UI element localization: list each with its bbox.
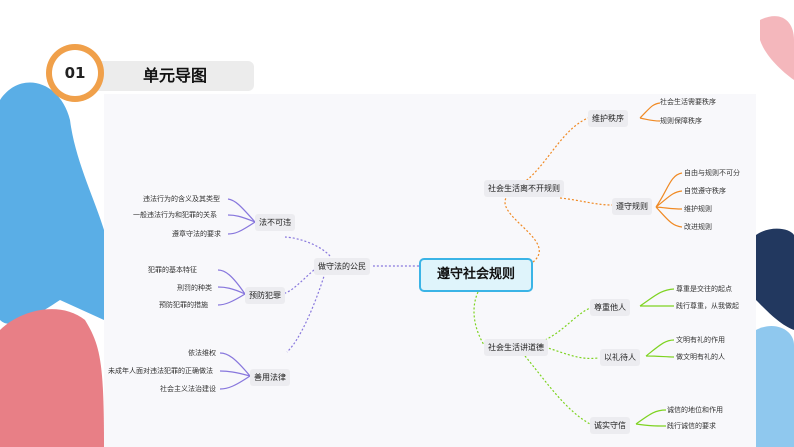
- leaf-prevention-measures: 预防犯罪的措施: [159, 301, 208, 309]
- leaf-improve-rules: 改进规则: [684, 223, 712, 231]
- leaf-crime-features: 犯罪的基本特征: [148, 266, 197, 274]
- leaf-consciously-obey: 自觉遵守秩序: [684, 187, 726, 195]
- connector-nolaw-leaves: [227, 198, 256, 235]
- leaf-penalty-types: 刑罚的种类: [177, 284, 212, 292]
- node-use-law: 善用法律: [250, 369, 290, 386]
- blue-cloud-blob: [0, 82, 104, 324]
- leaf-illegal-acts-types: 违法行为的含义及其类型: [143, 195, 220, 203]
- leaf-freedom-and-rules: 自由与规则不可分: [684, 169, 740, 177]
- connector-courtesy-leaves: [645, 339, 675, 358]
- leaf-rule-of-law: 社会主义法治建设: [160, 385, 216, 393]
- header-ring-inner: [52, 50, 98, 96]
- pink-corner-blob: [760, 16, 794, 81]
- leaf-minor-correct-approach: 未成年人面对违法犯罪的正确做法: [108, 367, 213, 375]
- node-law-abiding-citizen: 做守法的公民: [314, 258, 370, 275]
- leaf-rules-ensure-order: 规则保障秩序: [660, 117, 702, 125]
- connector-lawful-to-uselaw: [286, 272, 326, 353]
- connector-obey-leaves: [655, 172, 683, 228]
- connector-integrity-leaves: [635, 409, 667, 427]
- leaf-illegal-vs-crime: 一般违法行为和犯罪的关系: [133, 211, 217, 219]
- section-number: 01: [64, 64, 86, 82]
- section-title: 单元导图: [143, 66, 208, 85]
- node-law-inviolable: 法不可违: [255, 214, 295, 231]
- leaf-integrity-requirements: 践行诚信的要求: [667, 422, 716, 430]
- connector-prevent-leaves: [217, 269, 246, 306]
- connector-lawful-to-prevent: [281, 269, 315, 295]
- leaf-civility-role: 文明有礼的作用: [676, 336, 725, 344]
- leaf-integrity-role: 诚信的地位和作用: [667, 406, 723, 414]
- node-prevent-crime: 预防犯罪: [245, 287, 285, 304]
- node-morality: 社会生活讲道德: [484, 339, 548, 356]
- leaf-be-civil: 做文明有礼的人: [676, 353, 725, 361]
- navy-cloud-blob: [756, 228, 794, 330]
- connector-center-to-rules: [504, 194, 540, 263]
- node-integrity: 诚实守信: [590, 417, 630, 434]
- connector-morality-to-integrity: [524, 355, 591, 425]
- connector-rules-to-obey: [559, 197, 613, 206]
- leaf-obey-regulations: 遵章守法的要求: [172, 230, 221, 238]
- node-maintain-order: 维护秩序: [588, 110, 628, 127]
- light-blue-blob: [756, 325, 794, 447]
- leaf-defend-rights: 依法维权: [188, 349, 216, 357]
- center-topic: 遵守社会规则: [419, 258, 533, 292]
- leaf-maintain-rules: 维护规则: [684, 205, 712, 213]
- connector-order-leaves: [639, 102, 661, 122]
- leaf-society-needs-order: 社会生活需要秩序: [660, 98, 716, 106]
- connector-respect-leaves: [639, 288, 675, 307]
- pink-cloud-blob: [0, 309, 104, 447]
- node-rules-indispensable: 社会生活离不开规则: [484, 180, 564, 197]
- connector-rules-to-order: [519, 117, 589, 186]
- leaf-respect-start: 尊重是交往的起点: [676, 285, 732, 293]
- node-obey-rules: 遵守规则: [612, 198, 652, 215]
- connector-center-to-morality: [473, 291, 485, 346]
- leaf-practice-respect: 践行尊重，从我做起: [676, 302, 739, 310]
- connector-morality-to-respect: [544, 307, 591, 341]
- node-courtesy: 以礼待人: [600, 349, 640, 366]
- connector-morality-to-courtesy: [544, 346, 599, 360]
- connector-lawful-to-nolaw: [284, 236, 331, 257]
- connector-uselaw-leaves: [219, 352, 251, 390]
- node-respect-others: 尊重他人: [590, 299, 630, 316]
